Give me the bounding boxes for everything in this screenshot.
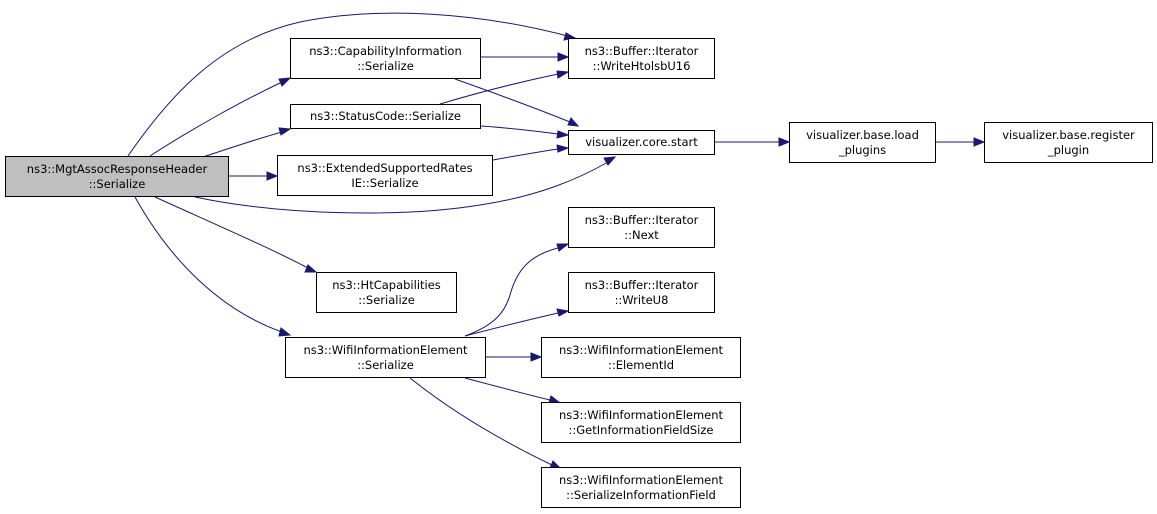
node-label-line1: ns3::WifiInformationElement — [558, 472, 724, 487]
edge-mgt-to-corestart-direct — [194, 156, 617, 214]
edge-wifi-to-serializeinformationfield — [409, 377, 563, 470]
node-label-line1: ns3::WifiInformationElement — [558, 407, 724, 422]
node-label-line2: ::Serialize — [358, 292, 415, 307]
node-label-line2: ::Serialize — [357, 58, 414, 73]
node-label-line2: ::ElementId — [607, 357, 675, 372]
node-label-line1: ns3::HtCapabilities — [332, 277, 441, 292]
node-label-line1: ns3::WifiInformationElement — [303, 342, 468, 357]
node-label-line1: ns3::CapabilityInformation — [309, 43, 462, 58]
edge-capability-to-corestart — [454, 78, 580, 127]
node-label-line2: ::SerializeInformationField — [566, 487, 716, 502]
node-mgtassocresponseheader-serialize[interactable]: ns3::MgtAssocResponseHeader ::Serialize — [5, 156, 229, 197]
edge-mgt-to-writehtolsbu16 — [127, 12, 577, 157]
edge-corestart-to-loadplugins — [715, 137, 791, 147]
node-label-line1: ns3::StatusCode::Serialize — [309, 109, 462, 123]
node-bufferiterator-writehtolsbu16[interactable]: ns3::Buffer::Iterator ::WriteHtolsbU16 — [568, 38, 715, 79]
edge-wifi-to-writeu8 — [464, 308, 570, 337]
node-bufferiterator-next[interactable]: ns3::Buffer::Iterator ::Next — [568, 207, 715, 248]
node-label-line2: ::Serialize — [88, 176, 146, 191]
edge-loadplugins-to-registerplugin — [936, 137, 986, 147]
edge-mgt-to-extendedsupportedrates — [229, 171, 279, 181]
node-htcapabilities-serialize[interactable]: ns3::HtCapabilities ::Serialize — [316, 272, 457, 313]
node-label-line2: ::Serialize — [357, 357, 414, 372]
node-label-line2: ::Next — [624, 227, 659, 242]
edge-wifi-to-next — [464, 243, 570, 337]
node-capabilityinformation-serialize[interactable]: ns3::CapabilityInformation ::Serialize — [290, 38, 481, 79]
node-label-line2: _plugins — [838, 142, 887, 157]
node-label-line1: visualizer.base.load — [806, 127, 919, 142]
edge-extended-to-corestart — [492, 144, 570, 161]
node-visualizer-base-register-plugin[interactable]: visualizer.base.register _plugin — [984, 122, 1153, 163]
node-label-line1: visualizer.core.start — [585, 135, 698, 149]
node-label-line1: ns3::WifiInformationElement — [558, 342, 724, 357]
node-visualizer-core-start[interactable]: visualizer.core.start — [568, 130, 715, 155]
edge-mgt-to-htcapabilities — [154, 196, 318, 273]
edge-mgt-to-wifiinformationelement — [134, 196, 292, 337]
edge-wifi-to-getinformationfieldsize — [464, 377, 562, 404]
node-statuscode-serialize[interactable]: ns3::StatusCode::Serialize — [290, 104, 481, 129]
node-label-line1: ns3::Buffer::Iterator — [584, 277, 699, 292]
node-wifiinformationelement-getinformationfieldsize[interactable]: ns3::WifiInformationElement ::GetInforma… — [541, 402, 741, 443]
edge-mgt-to-statuscode — [199, 127, 292, 159]
node-label-line1: ns3::Buffer::Iterator — [584, 43, 699, 58]
edge-capability-to-writehtolsbu16 — [481, 52, 570, 62]
node-wifiinformationelement-elementid[interactable]: ns3::WifiInformationElement ::ElementId — [541, 337, 741, 378]
node-label-line1: ns3::Buffer::Iterator — [584, 212, 699, 227]
node-label-line1: ns3::MgtAssocResponseHeader — [26, 161, 208, 176]
node-wifiinformationelement-serialize[interactable]: ns3::WifiInformationElement ::Serialize — [285, 337, 486, 378]
edge-mgt-to-capabilityinformation — [149, 77, 292, 157]
node-extendedsupportedratesie-serialize[interactable]: ns3::ExtendedSupportedRates IE::Serializ… — [277, 155, 493, 196]
edge-statuscode-to-corestart — [480, 125, 570, 139]
edge-wifi-to-elementid — [486, 352, 543, 362]
node-label-line2: _plugin — [1047, 142, 1090, 157]
node-bufferiterator-writeu8[interactable]: ns3::Buffer::Iterator ::WriteU8 — [568, 272, 715, 313]
node-label-line1: ns3::ExtendedSupportedRates — [297, 160, 473, 175]
edge-statuscode-to-writehtolsbu16 — [439, 70, 570, 105]
node-visualizer-base-load-plugins[interactable]: visualizer.base.load _plugins — [789, 122, 936, 163]
node-label-line1: visualizer.base.register — [1002, 127, 1135, 142]
node-label-line2: ::WriteU8 — [614, 292, 669, 307]
node-label-line2: ::GetInformationFieldSize — [568, 422, 714, 437]
node-label-line2: ::WriteHtolsbU16 — [592, 58, 691, 73]
node-label-line2: IE::Serialize — [351, 175, 419, 190]
node-wifiinformationelement-serializeinformationfield[interactable]: ns3::WifiInformationElement ::SerializeI… — [541, 467, 741, 508]
